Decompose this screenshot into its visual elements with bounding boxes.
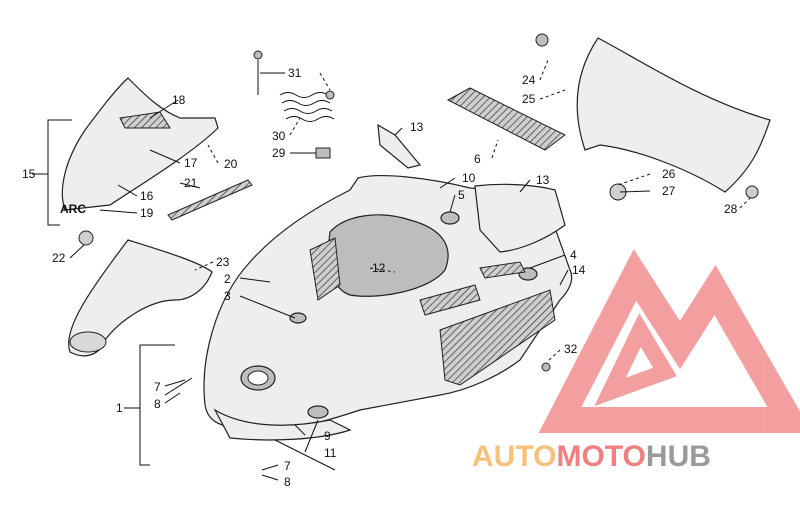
mirror-panel bbox=[377, 123, 422, 169]
callout-32: 32 bbox=[564, 342, 578, 356]
cap bbox=[535, 33, 549, 47]
callout-4: 4 bbox=[570, 248, 577, 262]
screw bbox=[541, 362, 551, 372]
screw bbox=[253, 50, 263, 60]
watermark-moto: MOTO bbox=[556, 440, 645, 473]
callout-16: 16 bbox=[140, 189, 154, 203]
watermark-hub: HUB bbox=[646, 440, 711, 473]
callout-30: 30 bbox=[272, 129, 286, 143]
callout-27: 27 bbox=[662, 184, 676, 198]
callout-11: 11 bbox=[324, 446, 337, 460]
callout-7b: 7 bbox=[284, 459, 291, 473]
callout-28: 28 bbox=[724, 202, 738, 216]
callout-20: 20 bbox=[224, 157, 238, 171]
callout-1: 1 bbox=[116, 401, 123, 415]
callout-6: 6 bbox=[474, 152, 481, 166]
callout-26: 26 bbox=[662, 167, 676, 181]
group-brackets bbox=[47, 119, 175, 466]
callout-31: 31 bbox=[288, 66, 302, 80]
callout-18: 18 bbox=[172, 93, 186, 107]
callout-13a: 13 bbox=[410, 120, 424, 134]
callout-17: 17 bbox=[184, 156, 198, 170]
nose-cone bbox=[68, 239, 213, 357]
side-panel-decal: ARC bbox=[60, 202, 86, 216]
callout-8a: 8 bbox=[154, 397, 161, 411]
side-panel bbox=[61, 77, 219, 211]
callout-labels: 1 2 3 4 5 6 7 8 7 8 9 10 11 12 13 13 14 … bbox=[22, 66, 738, 489]
callout-10: 10 bbox=[462, 171, 476, 185]
windshield bbox=[576, 37, 771, 193]
callout-14: 14 bbox=[572, 263, 586, 277]
callout-2: 2 bbox=[224, 272, 231, 286]
callout-19: 19 bbox=[140, 206, 154, 220]
hood-assembly bbox=[203, 175, 573, 441]
callout-9: 9 bbox=[324, 429, 331, 443]
decal-strip bbox=[167, 179, 253, 221]
callout-24: 24 bbox=[522, 73, 536, 87]
callout-8b: 8 bbox=[284, 475, 291, 489]
callout-13b: 13 bbox=[536, 173, 550, 187]
callout-3: 3 bbox=[224, 289, 231, 303]
watermark-text: AUTOMOTOHUB bbox=[472, 440, 711, 473]
clip bbox=[315, 147, 331, 159]
callout-12: 12 bbox=[372, 261, 386, 275]
side-cover bbox=[474, 183, 566, 253]
callout-7a: 7 bbox=[154, 380, 161, 394]
callout-21: 21 bbox=[184, 176, 198, 190]
vent-panel bbox=[446, 87, 566, 151]
watermark-logo bbox=[538, 249, 800, 433]
callout-23: 23 bbox=[216, 255, 230, 269]
callout-25: 25 bbox=[522, 92, 536, 106]
watermark-auto: AUTO bbox=[472, 440, 556, 473]
leader-lines bbox=[32, 59, 751, 481]
spring bbox=[279, 92, 335, 122]
callout-15: 15 bbox=[22, 167, 36, 181]
callout-29: 29 bbox=[272, 146, 286, 160]
grommet bbox=[78, 230, 94, 246]
callout-5: 5 bbox=[458, 188, 465, 202]
nose-cone-opening bbox=[69, 331, 107, 353]
washer bbox=[745, 185, 759, 199]
screw bbox=[325, 90, 335, 100]
callout-22: 22 bbox=[52, 251, 66, 265]
